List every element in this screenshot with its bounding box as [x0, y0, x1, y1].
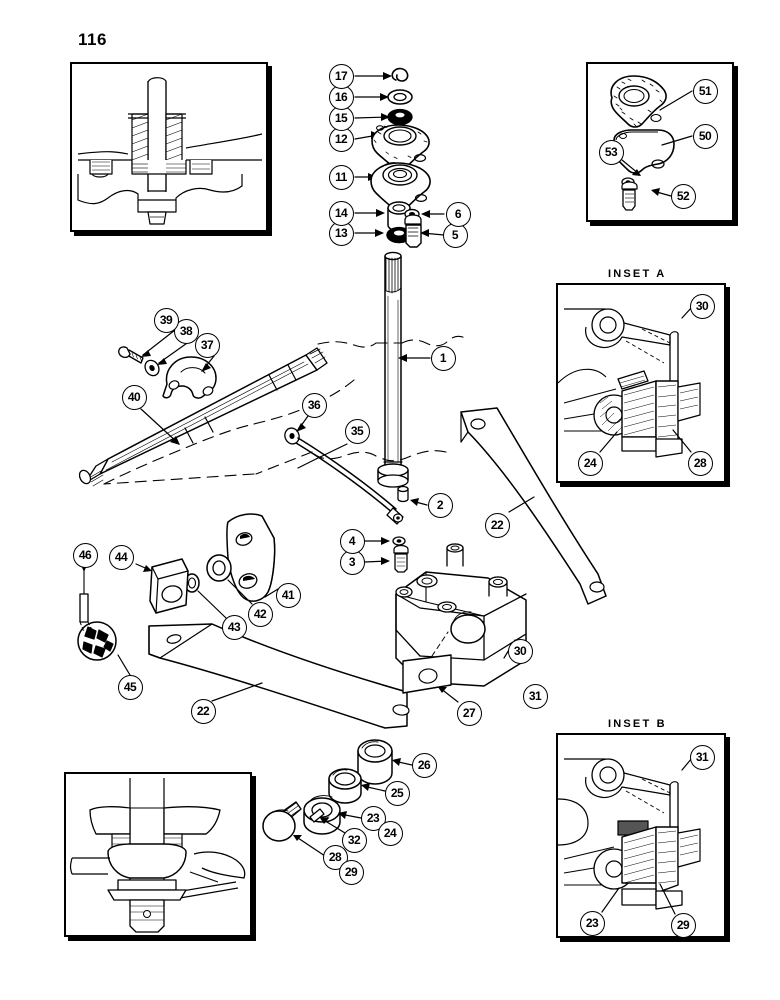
- callout-46[interactable]: 46: [72, 542, 98, 568]
- callout-44[interactable]: 44: [108, 544, 134, 570]
- callout-4[interactable]: 4: [339, 528, 365, 554]
- callout-41[interactable]: 41: [275, 582, 301, 608]
- callout-1[interactable]: 1: [430, 345, 456, 371]
- callout-24[interactable]: 24: [377, 820, 403, 846]
- callout-12[interactable]: 12: [328, 126, 354, 152]
- callout-36[interactable]: 36: [301, 392, 327, 418]
- callout-22b[interactable]: 22: [190, 698, 216, 724]
- callout-30a[interactable]: 30: [689, 293, 715, 319]
- callout-25[interactable]: 25: [384, 780, 410, 806]
- callout-30[interactable]: 30: [507, 638, 533, 664]
- callout-27[interactable]: 27: [456, 700, 482, 726]
- callout-14[interactable]: 14: [328, 200, 354, 226]
- callout-3[interactable]: 3: [339, 549, 365, 575]
- callout-26[interactable]: 26: [411, 752, 437, 778]
- inset-a-label: INSET A: [608, 268, 667, 280]
- callout-24a[interactable]: 24: [577, 450, 603, 476]
- callout-22[interactable]: 22: [484, 512, 510, 538]
- callout-39[interactable]: 39: [153, 307, 179, 333]
- callout-52[interactable]: 52: [670, 183, 696, 209]
- callout-23b[interactable]: 23: [579, 910, 605, 936]
- callout-42[interactable]: 42: [247, 601, 273, 627]
- inset-b-label: INSET B: [608, 718, 667, 730]
- callout-37[interactable]: 37: [194, 332, 220, 358]
- callout-43[interactable]: 43: [221, 614, 247, 640]
- upper-left-section-view: [70, 62, 268, 232]
- callout-6[interactable]: 6: [445, 201, 471, 227]
- callout-29b[interactable]: 29: [670, 912, 696, 938]
- callout-11[interactable]: 11: [328, 164, 354, 190]
- callout-35[interactable]: 35: [344, 418, 370, 444]
- callout-15[interactable]: 15: [328, 105, 354, 131]
- callout-31[interactable]: 31: [522, 683, 548, 709]
- callout-53[interactable]: 53: [598, 139, 624, 165]
- callout-29[interactable]: 29: [338, 859, 364, 885]
- callout-51[interactable]: 51: [692, 78, 718, 104]
- callout-17[interactable]: 17: [328, 63, 354, 89]
- callout-2[interactable]: 2: [427, 492, 453, 518]
- callout-31b[interactable]: 31: [689, 744, 715, 770]
- callout-40[interactable]: 40: [121, 384, 147, 410]
- callout-16[interactable]: 16: [328, 84, 354, 110]
- callout-32[interactable]: 32: [341, 827, 367, 853]
- page-number: 116: [78, 30, 107, 49]
- callout-45[interactable]: 45: [117, 674, 143, 700]
- callout-50[interactable]: 50: [692, 123, 718, 149]
- callout-28[interactable]: 28: [322, 844, 348, 870]
- callout-28a[interactable]: 28: [687, 450, 713, 476]
- lower-left-section-view: [64, 772, 252, 937]
